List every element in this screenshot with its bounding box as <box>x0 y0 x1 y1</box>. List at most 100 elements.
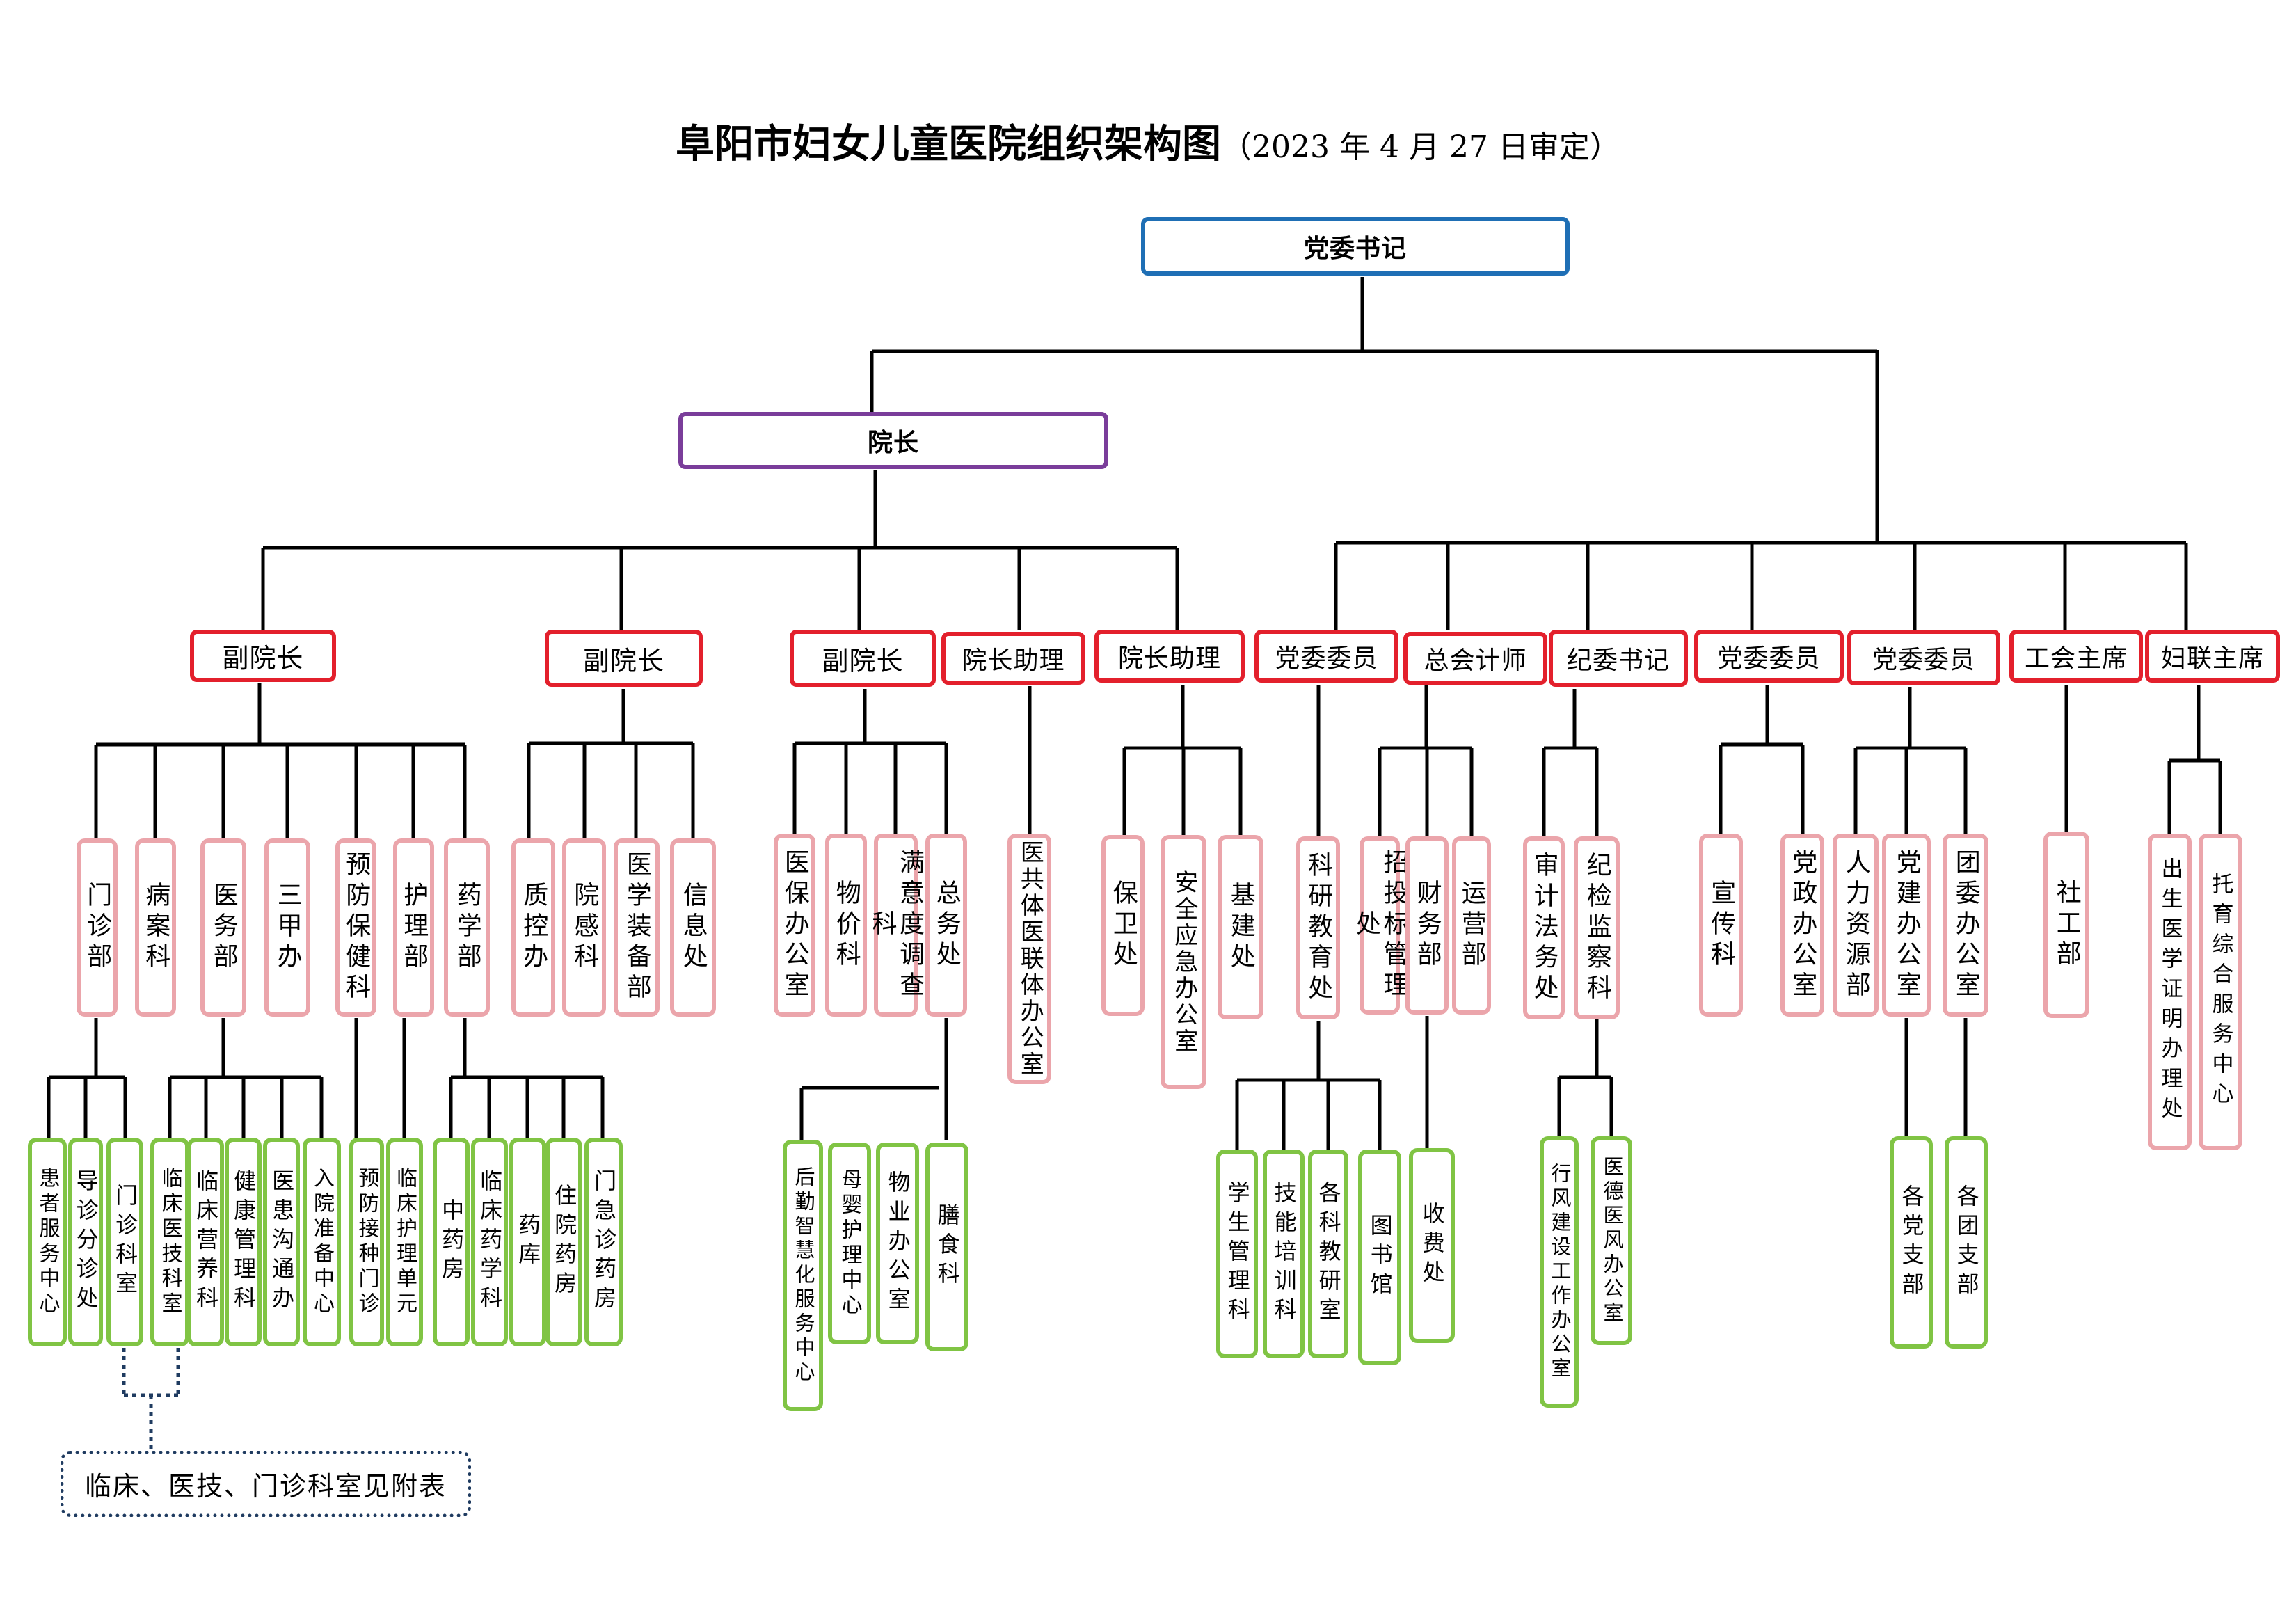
department-box: 托育综合服务中心 <box>2199 834 2242 1150</box>
department-box: 满意度调查科 <box>868 834 924 1017</box>
chart-title-date: （2023 年 4 月 27 日审定） <box>1221 129 1620 165</box>
department-box: 预防保健科 <box>335 838 376 1017</box>
head-box-label: 妇联主席 <box>2160 644 2264 673</box>
unit-box-label: 入院准备中心 <box>310 1167 334 1317</box>
department-box-label: 基建处 <box>1226 881 1255 973</box>
department-box: 安全应急办公室 <box>1161 835 1206 1089</box>
head-box: 副院长 <box>790 630 936 687</box>
unit-box: 行风建设工作办公室 <box>1540 1136 1579 1408</box>
head-box-label: 党委委员 <box>1872 646 1975 674</box>
department-box: 门诊部 <box>77 838 118 1017</box>
unit-box-label: 临床药学科 <box>477 1169 504 1315</box>
unit-box: 后勤智慧化服务中心 <box>783 1140 823 1411</box>
department-box: 质控办 <box>511 838 555 1017</box>
department-box-label: 科研教育处 <box>1304 851 1333 1005</box>
department-box: 护理部 <box>393 838 434 1017</box>
department-box-label: 保卫处 <box>1108 880 1138 971</box>
department-box-label: 纪检监察科 <box>1582 851 1611 1005</box>
head-box: 党委委员 <box>1694 630 1844 683</box>
unit-box: 各科教研室 <box>1308 1150 1348 1358</box>
department-box: 纪检监察科 <box>1574 836 1620 1019</box>
unit-box: 医德医风办公室 <box>1591 1136 1632 1345</box>
chart-title: 阜阳市妇女儿童医院组织架构图（2023 年 4 月 27 日审定） <box>0 113 2296 169</box>
department-box: 团委办公室 <box>1943 834 1988 1017</box>
head-box-label: 党委委员 <box>1275 644 1378 673</box>
department-box: 党政办公室 <box>1780 834 1824 1017</box>
unit-box-label: 母婴护理中心 <box>837 1168 862 1319</box>
head-box-label: 副院长 <box>222 643 304 674</box>
head-box-label: 院长助理 <box>962 646 1065 675</box>
unit-box-label: 药库 <box>515 1213 542 1271</box>
unit-box: 患者服务中心 <box>28 1138 67 1346</box>
department-box: 医保办公室 <box>774 834 815 1017</box>
department-box-label: 出生医学证明办理处 <box>2157 857 2183 1127</box>
department-box-label: 宣传科 <box>1707 879 1736 971</box>
department-box: 总务处 <box>925 834 967 1017</box>
department-box: 医共体医联体办公室 <box>1007 834 1051 1084</box>
department-box: 审计法务处 <box>1523 836 1565 1019</box>
unit-box: 临床药学科 <box>471 1138 508 1346</box>
unit-box: 中药房 <box>433 1138 470 1346</box>
unit-box: 药库 <box>509 1138 546 1346</box>
department-box-label: 运营部 <box>1457 880 1486 971</box>
head-box: 总会计师 <box>1403 632 1547 685</box>
department-box-label: 三甲办 <box>273 882 302 973</box>
unit-box-label: 行风建设工作办公室 <box>1547 1162 1572 1382</box>
head-box: 副院长 <box>545 630 703 687</box>
department-box-label: 社工部 <box>2052 879 2081 971</box>
unit-box: 门诊科室 <box>106 1138 143 1346</box>
department-box-label: 信息处 <box>678 882 708 973</box>
department-box-label: 招投标管理处 <box>1352 849 1408 1002</box>
unit-box: 医患沟通办 <box>263 1138 300 1346</box>
department-box-label: 满意度调查科 <box>868 848 925 1002</box>
head-box: 党委委员 <box>1254 630 1398 683</box>
head-box: 党委委员 <box>1847 630 2000 685</box>
department-box: 药学部 <box>444 838 490 1017</box>
head-box-label: 副院长 <box>582 645 664 676</box>
unit-box-label: 中药房 <box>438 1198 465 1286</box>
department-box-label: 托育综合服务中心 <box>2208 872 2233 1112</box>
department-box: 病案科 <box>135 838 176 1017</box>
unit-box: 技能培训科 <box>1263 1150 1305 1358</box>
department-box: 运营部 <box>1452 836 1491 1015</box>
unit-box-label: 各党支部 <box>1898 1184 1925 1301</box>
department-box: 人力资源部 <box>1833 834 1879 1017</box>
party-secretary-box-label: 党委书记 <box>1303 234 1407 263</box>
president-box: 院长 <box>678 412 1108 469</box>
department-box-label: 护理部 <box>399 882 429 973</box>
unit-box: 入院准备中心 <box>303 1138 341 1346</box>
department-box-label: 医共体医联体办公室 <box>1016 840 1044 1078</box>
department-box-label: 医学装备部 <box>622 851 651 1004</box>
unit-box: 图书馆 <box>1358 1150 1401 1365</box>
department-box-label: 团委办公室 <box>1951 848 1980 1002</box>
unit-box-label: 技能培训科 <box>1270 1181 1298 1327</box>
department-box-label: 院感科 <box>570 882 599 973</box>
department-box-label: 物价科 <box>831 879 861 971</box>
department-box: 招投标管理处 <box>1352 836 1408 1015</box>
unit-box-label: 各团支部 <box>1953 1184 1980 1301</box>
department-box-label: 党建办公室 <box>1892 848 1921 1002</box>
unit-box: 临床护理单元 <box>386 1138 423 1346</box>
unit-box-label: 临床护理单元 <box>392 1167 417 1317</box>
unit-box: 各党支部 <box>1890 1136 1933 1349</box>
department-box: 医学装备部 <box>614 838 660 1017</box>
unit-box-label: 医患沟通办 <box>269 1169 296 1315</box>
department-box: 医务部 <box>200 838 246 1017</box>
head-box: 副院长 <box>190 630 336 682</box>
unit-box-label: 膳食科 <box>934 1203 961 1291</box>
head-box: 纪委书记 <box>1549 630 1688 687</box>
department-box: 财务部 <box>1405 836 1449 1015</box>
unit-box: 收费处 <box>1409 1148 1455 1343</box>
department-box-label: 病案科 <box>141 882 170 973</box>
unit-box: 物业办公室 <box>876 1143 919 1344</box>
department-box-label: 药学部 <box>452 882 481 973</box>
head-box: 院长助理 <box>1094 630 1245 683</box>
unit-box-label: 预防接种门诊 <box>354 1167 379 1317</box>
head-box: 院长助理 <box>941 632 1085 685</box>
unit-box: 门急诊药房 <box>584 1138 623 1346</box>
department-box: 党建办公室 <box>1882 834 1931 1017</box>
department-box-label: 安全应急办公室 <box>1170 869 1198 1055</box>
unit-box-label: 临床医技科室 <box>157 1167 182 1317</box>
unit-box-label: 临床营养科 <box>193 1169 220 1315</box>
